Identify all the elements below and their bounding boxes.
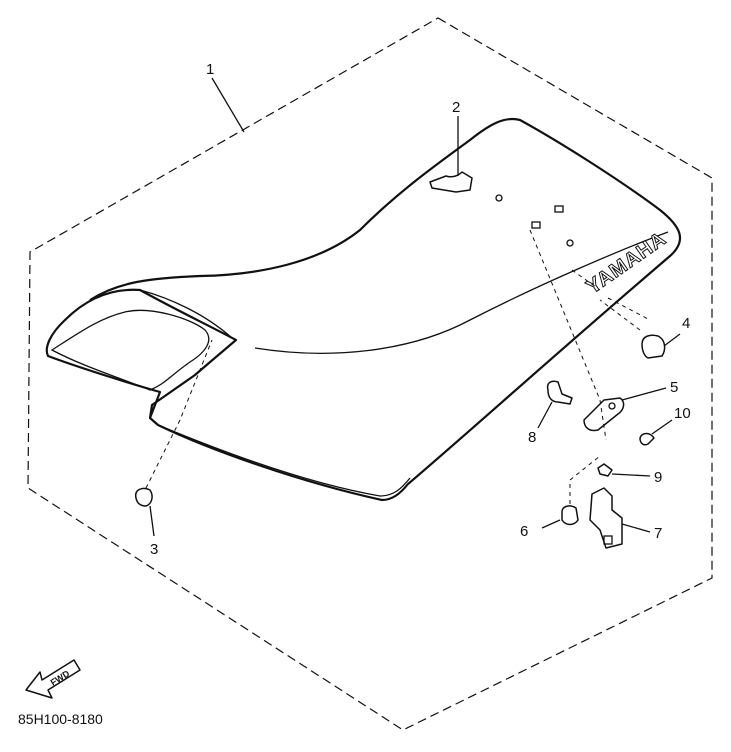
yamaha-logo: YAMAHA [582,227,671,299]
seat-slot [554,205,564,213]
part-7-tab [603,535,613,545]
callout-7: 7 [654,525,662,542]
seat-body [45,117,681,502]
part-10-clip [639,432,655,446]
callout-1: 1 [206,61,214,78]
seat-crease [254,231,669,354]
leader-1 [211,77,245,133]
leader-9 [611,473,651,477]
part-7-latch [589,487,623,549]
leader-6 [541,519,561,529]
callout-9: 9 [654,469,662,486]
part-6-collar [561,505,579,526]
logo-bracket [571,269,651,321]
seat-skirt [157,424,411,497]
seat-slot [531,221,541,229]
callout-5: 5 [670,379,678,396]
dotted-leader-3 [145,339,213,489]
leader-7 [621,523,651,533]
callout-3: 3 [150,541,158,558]
seat-hole [495,194,503,202]
brand-logo-text: YAMAHA [583,228,671,299]
part-8-bolt [546,380,573,405]
leader-3 [149,505,155,537]
seat-recess-edge [139,289,233,339]
leader-4 [663,333,681,347]
callout-10: 10 [674,405,691,422]
fwd-arrow-icon: FWD [25,659,81,699]
callout-2: 2 [452,99,460,116]
leader-5 [621,387,667,401]
leader-8 [537,401,553,429]
assembly-boundary [27,17,713,731]
dotted-leader-6 [569,455,601,504]
part-5-hole [608,402,616,410]
drawing-code: 85H100-8180 [18,711,103,727]
dotted-leader-5 [529,229,607,441]
seat-recess [50,309,210,391]
callout-6: 6 [520,523,528,540]
part-3-grommet [134,487,153,507]
seat-hole [566,239,574,247]
part-5-bracket [583,397,625,432]
part-4-damper [641,334,666,359]
dotted-leader-4 [599,299,641,331]
callout-4: 4 [682,315,690,332]
callout-8: 8 [528,429,536,446]
leader-10 [651,419,673,435]
part-2-hook [429,171,473,193]
part-9-screw [597,463,613,477]
